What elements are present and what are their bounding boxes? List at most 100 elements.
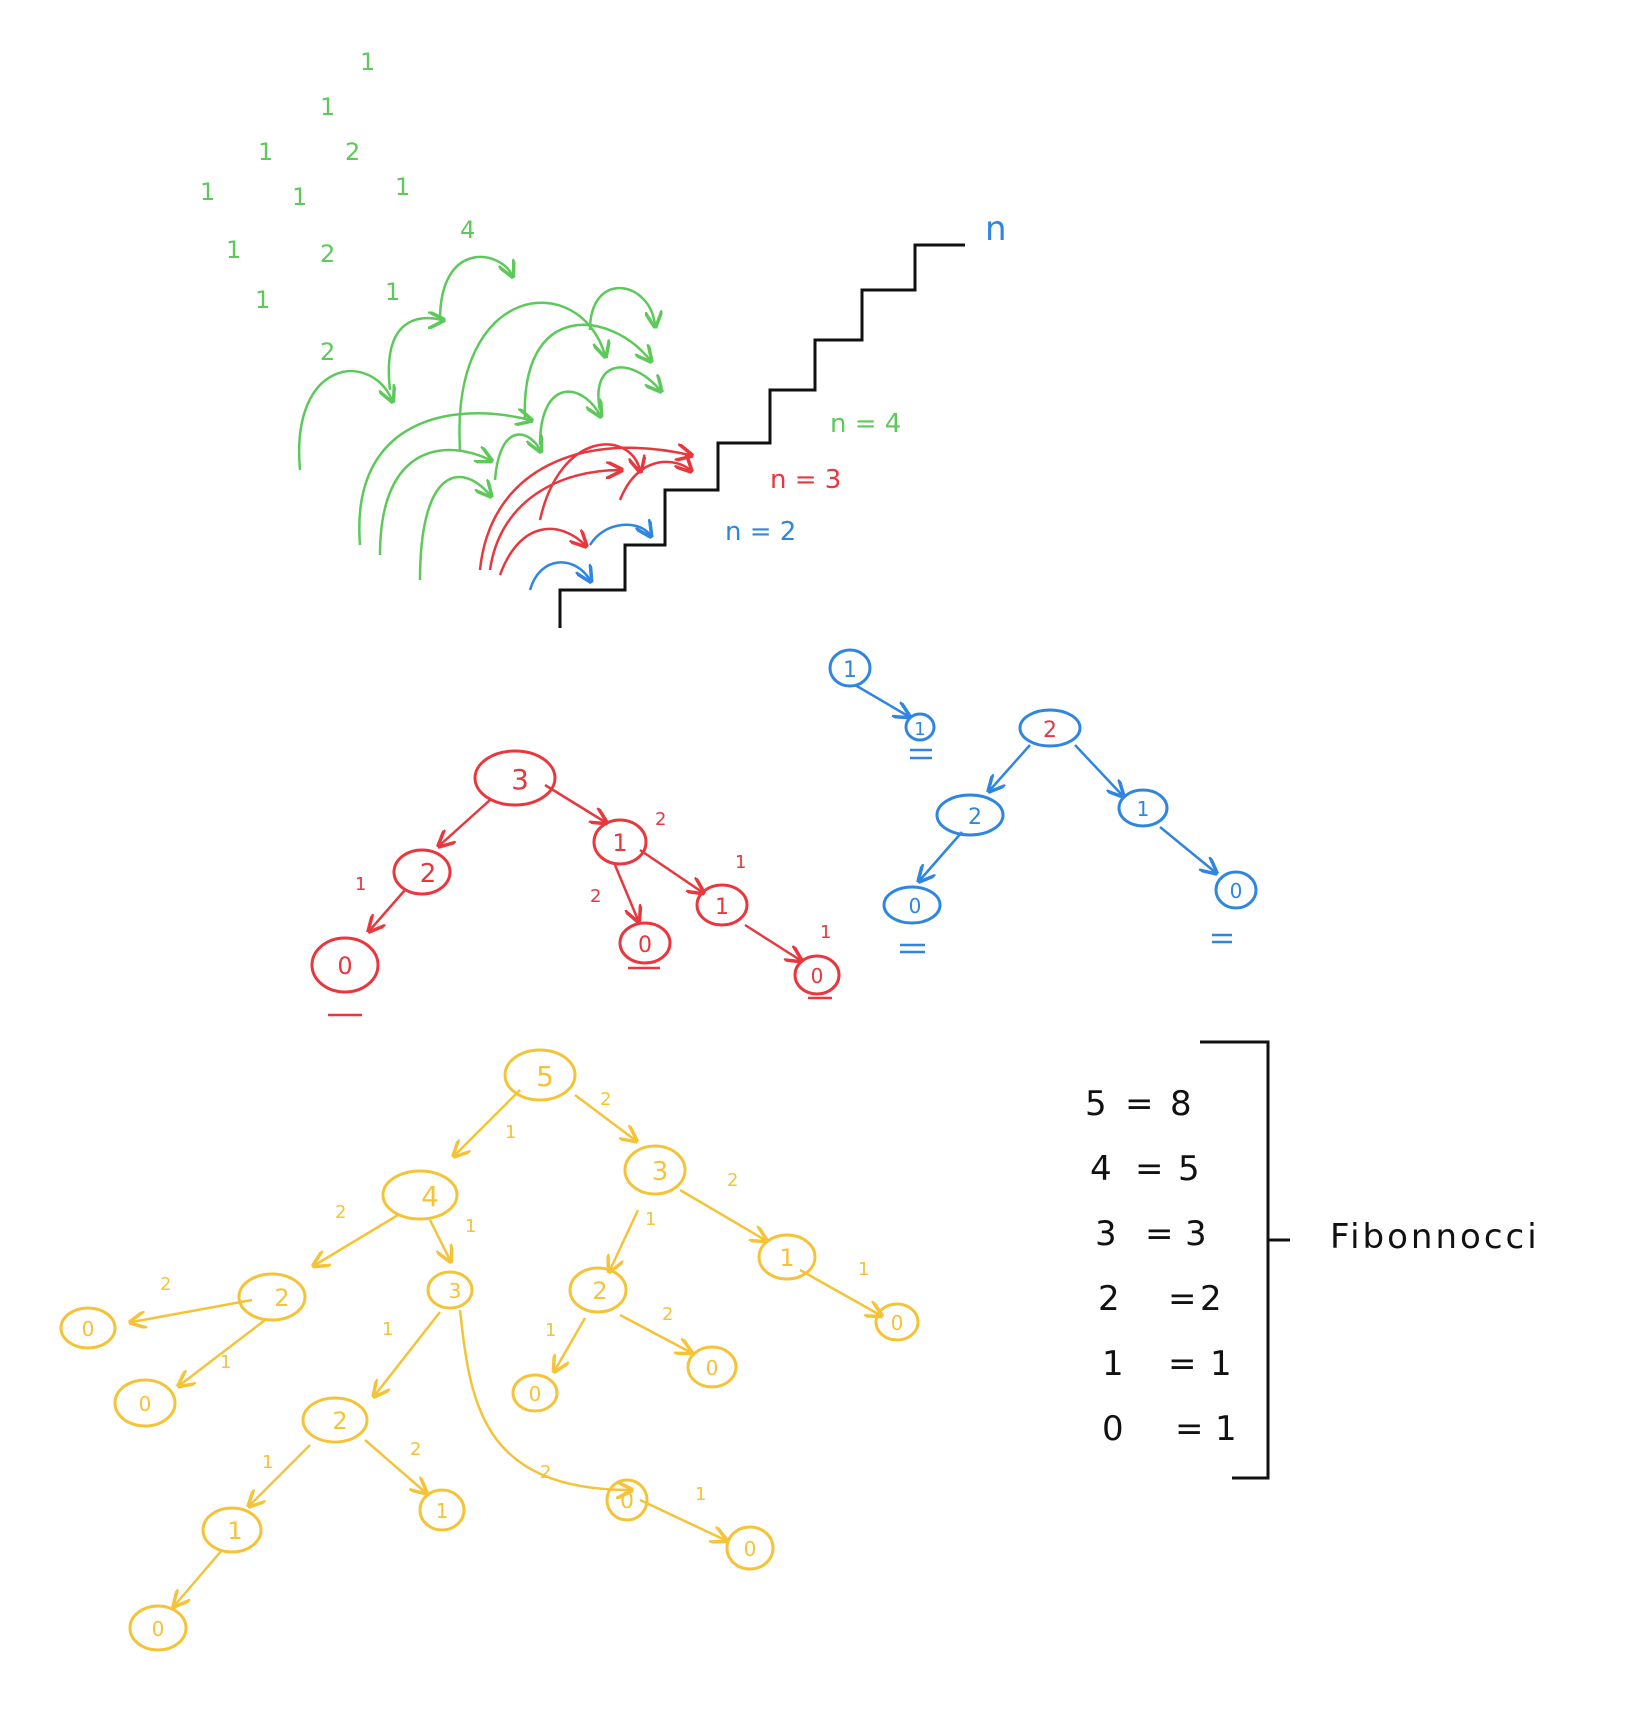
tree-edge <box>250 1444 311 1505</box>
tree-node: 0 <box>882 885 942 925</box>
tree-node: 3 <box>426 1270 474 1310</box>
green-mark: 1 <box>255 286 270 314</box>
tree-node: 2 <box>301 1396 369 1444</box>
tree-node: 0 <box>113 1378 177 1428</box>
tree-edge <box>639 848 702 892</box>
tree-edge <box>455 1089 521 1155</box>
tree-node: 0 <box>793 954 841 996</box>
tree-edge <box>639 1498 725 1540</box>
tree-edge <box>854 683 908 716</box>
green-arc <box>438 255 512 321</box>
tree-node: 0 <box>686 1345 738 1389</box>
fib-n: 5 <box>1085 1084 1107 1124</box>
tree-edge <box>544 783 605 822</box>
tree-node-label: 1 <box>715 895 729 920</box>
tree-node-label: 3 <box>652 1157 669 1187</box>
tree-edge <box>440 799 491 845</box>
underline-mark <box>910 748 932 760</box>
tree-node-label: 1 <box>843 658 857 683</box>
tree-node-label: 2 <box>1043 718 1057 743</box>
tree-node-label: 3 <box>449 1279 462 1303</box>
red-arc <box>478 448 690 571</box>
fib-n: 4 <box>1090 1149 1112 1189</box>
edge-label: 1 <box>465 1216 476 1237</box>
edge-label: 2 <box>600 1089 611 1110</box>
fib-row: 5 = 8 <box>1085 1084 1192 1124</box>
tree-node-label: 0 <box>1230 879 1243 903</box>
tree-node-label: 2 <box>968 805 982 830</box>
green-mark: 4 <box>460 216 475 244</box>
tree-node: 1 <box>418 1488 466 1532</box>
red-tree: 3 2 1 0 0 1 0 1 2 2 1 <box>310 749 841 1017</box>
fib-eq: = <box>1175 1409 1204 1449</box>
edge-label: 2 <box>540 1462 551 1483</box>
tree-node: 1 <box>695 883 749 927</box>
fib-n: 2 <box>1098 1279 1120 1319</box>
green-mark: 1 <box>320 93 335 121</box>
green-arc <box>358 413 530 546</box>
blue-arc <box>528 561 590 591</box>
fib-eq: = <box>1168 1344 1197 1384</box>
green-arc <box>387 318 442 391</box>
green-arc <box>297 369 392 471</box>
tree-edge <box>679 1188 765 1240</box>
tree-node: 0 <box>874 1302 920 1342</box>
stairs-top-label: n <box>985 209 1007 249</box>
edge-label: 1 <box>858 1259 869 1280</box>
fib-value: 8 <box>1170 1084 1192 1124</box>
green-arc <box>418 475 490 581</box>
fib-row: 1 = 1 <box>1102 1344 1232 1384</box>
tree-node-label: 0 <box>891 1311 904 1335</box>
green-mark: 1 <box>395 173 410 201</box>
green-mark: 1 <box>385 278 400 306</box>
edge-label: 1 <box>735 852 746 873</box>
fib-row: 0 = 1 <box>1102 1409 1237 1449</box>
red-arc <box>538 443 640 521</box>
green-arcs <box>297 255 660 581</box>
edge-label: 1 <box>695 1484 706 1505</box>
tree-node-label: 0 <box>909 894 922 918</box>
tree-node-label: 4 <box>421 1180 439 1213</box>
tree-node-label: 0 <box>706 1356 719 1380</box>
edge-label: 1 <box>220 1352 231 1373</box>
edge-label: 1 <box>645 1209 656 1230</box>
tree-edge <box>180 1319 266 1385</box>
red-arc <box>618 462 690 501</box>
tree-node: 3 <box>623 1144 687 1196</box>
yellow-tree: 5 4 3 2 3 2 1 <box>59 1048 920 1652</box>
fib-n: 3 <box>1095 1214 1117 1254</box>
green-mark: 1 <box>226 236 241 264</box>
edge-label: 1 <box>382 1319 393 1340</box>
tree-node-label: 2 <box>332 1407 347 1435</box>
red-arc <box>498 527 585 576</box>
fib-value: 5 <box>1178 1149 1200 1189</box>
tree-node: 0 <box>1214 870 1258 910</box>
tree-node: 0 <box>59 1306 117 1350</box>
tree-node-label: 1 <box>1137 797 1150 821</box>
tree-edge <box>610 1209 640 1270</box>
tree-edge <box>175 1549 223 1605</box>
tree-edge <box>555 1317 587 1370</box>
fib-value: 3 <box>1185 1214 1207 1254</box>
tree-node-label: 0 <box>82 1317 95 1341</box>
fib-row: 3 = 3 <box>1095 1214 1207 1254</box>
fib-eq: = <box>1125 1084 1154 1124</box>
fib-eq: = <box>1168 1279 1197 1319</box>
edge-label: 2 <box>410 1439 421 1460</box>
green-mark: 1 <box>360 48 375 76</box>
tree-node: 2 <box>1018 708 1082 748</box>
tree-node: 1 <box>592 818 648 866</box>
tree-edge <box>613 864 638 920</box>
tree-node-label: 2 <box>592 1277 607 1305</box>
blue-tree: 2 2 1 0 0 <box>882 708 1258 954</box>
tree-edge <box>619 1313 690 1352</box>
fib-bracket <box>1200 1040 1290 1480</box>
edge-label: 1 <box>820 922 831 943</box>
green-arc <box>523 323 650 421</box>
tree-node-label: 2 <box>274 1284 289 1312</box>
green-arc <box>493 433 540 481</box>
tree-node: 1 <box>201 1506 263 1554</box>
edge-label: 2 <box>160 1274 171 1295</box>
green-mark: 2 <box>320 338 335 366</box>
blue-small-tree: 1 1 <box>828 648 936 760</box>
